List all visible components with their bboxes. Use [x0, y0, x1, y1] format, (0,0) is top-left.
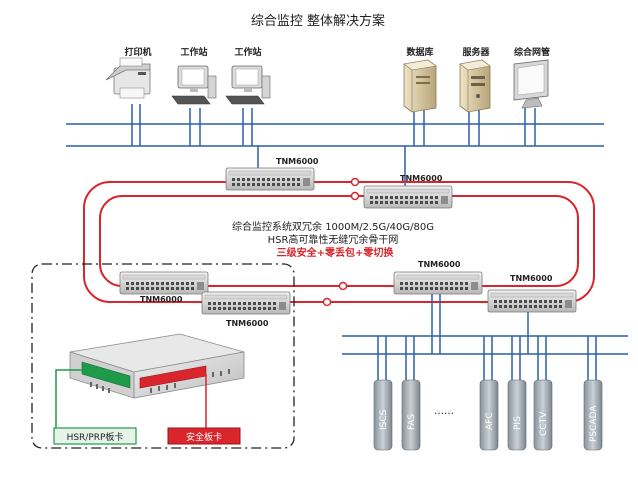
device-label-printer: 打印机: [124, 46, 151, 58]
chassis-device: [69, 333, 245, 399]
subsystem-pillar: [401, 379, 421, 451]
switch-label: TNM6000: [276, 157, 319, 166]
workstation-icon: [171, 65, 217, 105]
security-card-box: [167, 427, 241, 445]
device-label-database: 数据库: [406, 46, 433, 58]
subsystem-label-iscs: ISCS: [379, 409, 389, 430]
ring-coupler: [322, 177, 360, 307]
subsystem-pillar: [373, 379, 393, 451]
switch-bottom-left-2: [201, 291, 291, 315]
diagram-title: 综合监控 整体解决方案: [251, 13, 385, 29]
switch-label: TNM6000: [418, 260, 461, 269]
switch-bottom-middle: [393, 271, 483, 295]
subsystem-label-afc: AFC: [485, 412, 495, 430]
security-card-label: 安全板卡: [186, 431, 222, 443]
ring-caption-line2: HSR高可靠性无缝冗余骨干网: [268, 233, 399, 246]
subsystem-label-fas: FAS: [407, 413, 417, 430]
switch-label: TNM6000: [510, 274, 553, 283]
ring-caption-highlight: 三级安全+零丢包+零切换: [277, 246, 395, 259]
monitor-icon: [513, 59, 549, 109]
hsr-card-label: HSR/PRP板卡: [67, 431, 124, 443]
bottom-network-bus: [342, 294, 628, 382]
database-server-icon: [403, 59, 437, 113]
switch-label: TNM6000: [226, 319, 269, 328]
subsystem-label-cctv: CCTV: [539, 411, 549, 436]
subsystem-pillar: [507, 379, 527, 451]
subsystem-pillar: [533, 379, 553, 451]
switch-top-left: [225, 167, 315, 191]
printer-icon: [105, 57, 151, 99]
subsystem-label-pis: PIS: [513, 416, 523, 430]
top-network-bus: [66, 104, 604, 194]
server-icon: [459, 59, 491, 113]
switch-top-right: [363, 185, 453, 209]
device-label-workstation: 工作站: [180, 46, 207, 58]
switch-label: TNM6000: [400, 174, 443, 183]
subsystem-label-pscada: PSCADA: [589, 405, 599, 442]
hsr-card-box: [53, 427, 137, 445]
workstation-icon: [225, 65, 271, 105]
switch-bottom-left-1: [119, 271, 209, 295]
ring-caption-line1: 综合监控系统双冗余 1000M/2.5G/40G/80G: [232, 220, 434, 233]
switch-label: TNM6000: [140, 295, 183, 304]
hsr-card-callout: [55, 369, 88, 428]
subsystem-ellipsis: ……: [434, 406, 454, 417]
device-label-network-manager: 综合网管: [514, 46, 550, 58]
subsystem-pillar: [583, 379, 603, 451]
device-label-workstation: 工作站: [234, 46, 261, 58]
device-label-server: 服务器: [462, 46, 490, 58]
switch-bottom-right: [487, 289, 577, 313]
subsystem-pillar: [479, 379, 499, 451]
dashed-enclosure: [31, 263, 295, 449]
